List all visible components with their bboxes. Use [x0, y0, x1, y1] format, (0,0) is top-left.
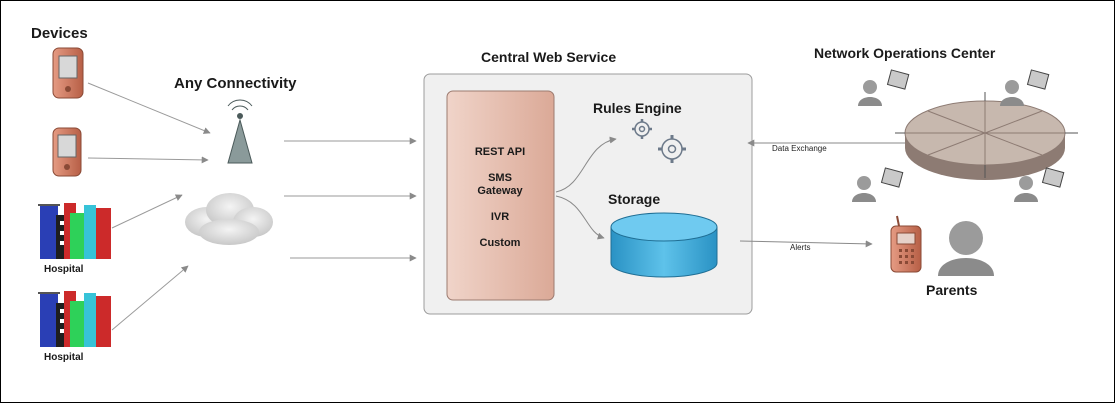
computer-user-icon: [858, 69, 910, 106]
antenna-icon: [227, 99, 253, 164]
api-item-sms: SMS: [488, 172, 512, 184]
api-list: REST API SMS Gateway IVR Custom: [475, 146, 525, 249]
hospital-label: Hospital: [44, 352, 84, 363]
central-web-service-label: Central Web Service: [481, 49, 616, 65]
api-item-ivr: IVR: [491, 211, 509, 223]
parents-label: Parents: [926, 282, 978, 298]
mobile-phone-icon: [890, 215, 922, 273]
database-icon: [610, 212, 718, 278]
connectivity-arrows: [284, 137, 417, 262]
gear-icon: [658, 135, 686, 163]
api-item-gateway: Gateway: [477, 185, 523, 197]
hospital-icon: Hospital: [38, 203, 111, 275]
cloud-icon: [185, 193, 273, 245]
hospital-label: Hospital: [44, 264, 84, 275]
rules-engine-label: Rules Engine: [593, 100, 682, 116]
computer-user-icon: [1014, 167, 1065, 202]
noc-label: Network Operations Center: [814, 45, 996, 61]
computer-user-icon: [852, 167, 904, 202]
connectivity-label: Any Connectivity: [174, 75, 297, 92]
computer-user-icon: [1000, 69, 1050, 106]
data-exchange-label: Data Exchange: [772, 144, 827, 153]
api-item-rest: REST API: [475, 146, 525, 158]
devices-label: Devices: [31, 25, 88, 42]
device-connectors: [87, 82, 211, 331]
alerts-arrow: [739, 240, 873, 248]
parent-icon: [938, 221, 994, 276]
api-panel: [446, 90, 555, 301]
api-to-engine-arrows: [555, 136, 617, 240]
alerts-label: Alerts: [790, 243, 810, 252]
storage-label: Storage: [608, 191, 660, 207]
hospital-icon: Hospital: [38, 291, 111, 363]
phone-device-icon: [52, 47, 84, 99]
phone-device-icon: [52, 127, 82, 177]
noc-table-icon: [895, 92, 1078, 180]
gear-icon: [632, 119, 652, 139]
api-item-custom: Custom: [480, 237, 521, 249]
